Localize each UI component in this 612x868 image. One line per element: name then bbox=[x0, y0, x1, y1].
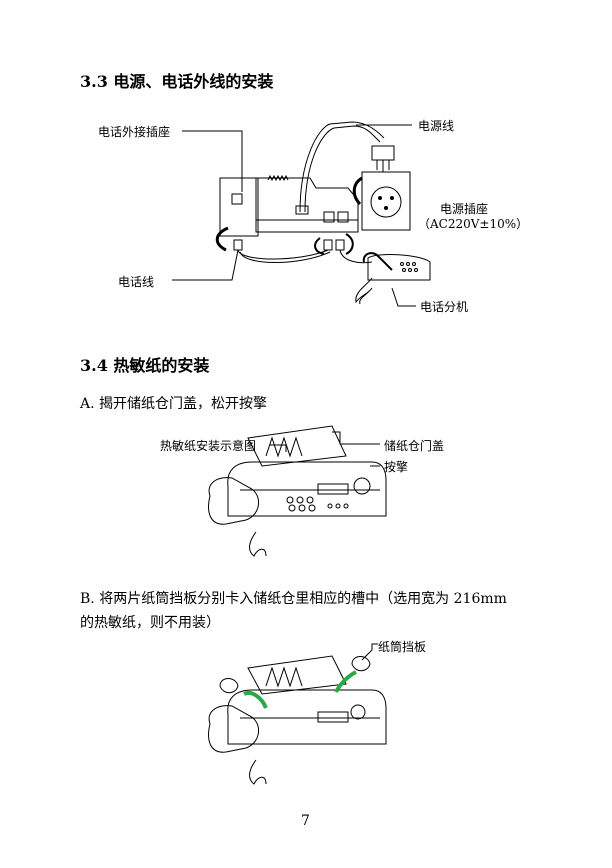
fax-handset bbox=[208, 477, 259, 525]
power-cord bbox=[299, 121, 385, 213]
fax-display bbox=[317, 483, 349, 495]
wall-jack-box bbox=[219, 177, 259, 237]
fax-vents bbox=[267, 174, 289, 182]
label-phone-line: 电话线 bbox=[118, 275, 155, 289]
step-a-text: A. 揭开储纸仓门盖，松开按擎 bbox=[80, 396, 268, 412]
power-socket-box bbox=[361, 171, 411, 231]
jack-arrow bbox=[215, 226, 229, 252]
insert-arrow-left bbox=[243, 691, 268, 709]
wall-jack-port bbox=[231, 193, 243, 205]
keypad bbox=[286, 496, 349, 512]
leader-phone-line bbox=[172, 249, 239, 281]
label-socket-spec: （AC220V±10%） bbox=[418, 217, 529, 231]
insert-arrow-right bbox=[334, 670, 357, 693]
label-extension-phone: 电话分机 bbox=[420, 300, 469, 314]
fax-handset-2 bbox=[208, 705, 259, 753]
label-wall-jack: 电话外接插座 bbox=[98, 125, 171, 139]
stopper-right bbox=[351, 656, 371, 672]
handset-cord bbox=[249, 531, 267, 557]
label-power-socket: 电源插座 bbox=[440, 202, 489, 216]
paper-cover-open-2 bbox=[247, 655, 347, 695]
step-b-text-line2: 的热敏纸，则不用装） bbox=[80, 615, 220, 631]
leader-cover bbox=[332, 431, 380, 445]
label-paper-cover: 储纸仓门盖 bbox=[384, 439, 445, 453]
section-3-4-title: 3.4 热敏纸的安装 bbox=[80, 356, 210, 375]
leader-handset bbox=[391, 287, 416, 307]
leader-jack bbox=[182, 130, 243, 192]
step-b-text-line1: B. 将两片纸筒挡板分别卡入储纸仓里相应的槽中（选用宽为 216mm bbox=[80, 591, 507, 607]
stopper-left bbox=[219, 678, 239, 694]
label-install-diagram: 热敏纸安装示意图 bbox=[160, 439, 257, 453]
power-socket-face bbox=[370, 186, 402, 218]
release-button bbox=[353, 477, 371, 495]
label-paper-stopper: 纸筒挡板 bbox=[378, 640, 427, 654]
extension-phone bbox=[367, 254, 431, 281]
label-power-cord: 电源线 bbox=[418, 119, 455, 133]
coiled-cord bbox=[355, 277, 373, 305]
leader-diagram bbox=[270, 444, 287, 452]
fax-machine-body bbox=[227, 461, 387, 517]
label-release-button: 按擎 bbox=[384, 460, 409, 474]
extension-cord bbox=[339, 249, 373, 264]
leader-stopper bbox=[361, 643, 378, 661]
paper-cover-open bbox=[247, 425, 347, 467]
section-3-3-title: 3.3 电源、电话外线的安装 bbox=[80, 72, 274, 91]
fax-machine-body-2 bbox=[227, 689, 387, 745]
paper-sheet-illustration bbox=[265, 436, 303, 458]
page-number: 7 bbox=[301, 813, 310, 829]
plug-arrow bbox=[352, 176, 363, 206]
